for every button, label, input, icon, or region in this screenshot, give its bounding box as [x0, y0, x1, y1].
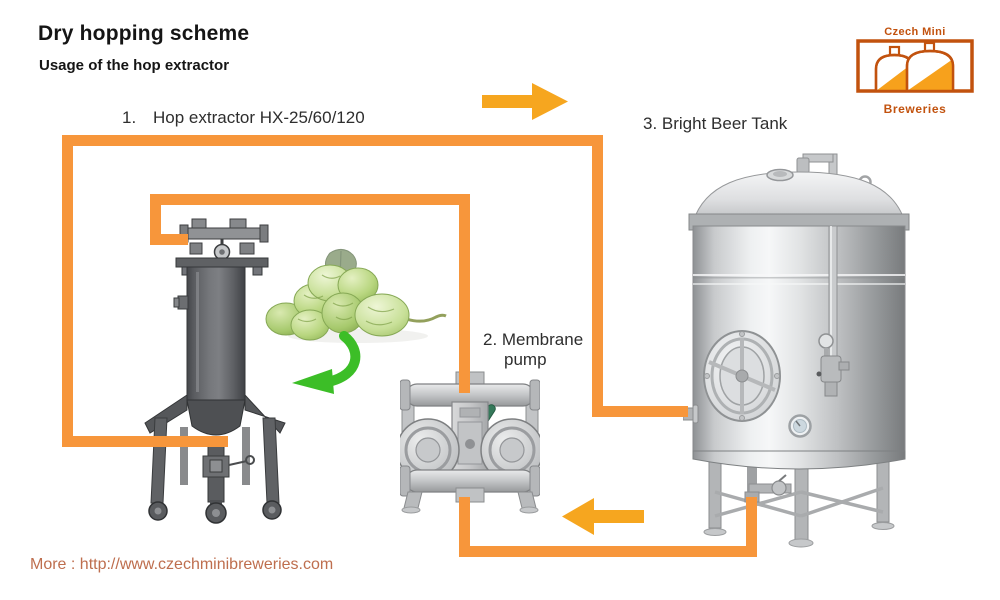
step2-label-line2: pump: [504, 350, 547, 369]
pipe-to-tank-inlet: [592, 406, 688, 417]
hops-illustration: [265, 249, 447, 343]
page-subtitle: Usage of the hop extractor: [39, 57, 230, 74]
pipe-pump-outlet-vertical: [459, 497, 470, 557]
pipe-to-pump-inlet: [459, 194, 470, 393]
brand-logo-text-bottom: Breweries: [883, 102, 947, 116]
brand-logo: Czech Mini Breweries: [851, 26, 979, 116]
pipe-outer-top-horizontal: [62, 135, 603, 146]
flow-arrow-right-icon: [482, 83, 568, 120]
bright-beer-tank-illustration: [683, 153, 910, 548]
step2-label: 2. Membrane pump: [483, 330, 583, 370]
step2-label-line1: 2. Membrane: [483, 330, 584, 349]
brand-kettles-icon: [856, 39, 974, 93]
step1-number: 1.: [122, 108, 137, 127]
pipe-extractor-top-elbow: [150, 234, 188, 245]
pipe-outer-left-vertical: [62, 135, 73, 447]
membrane-pump-illustration: [400, 371, 540, 514]
recirculation-arrow-icon: [292, 331, 361, 394]
pipe-extractor-bottom: [62, 436, 228, 447]
pipe-to-tank-drain: [746, 497, 757, 557]
pipe-inner-horizontal: [150, 194, 470, 205]
hop-extractor-illustration: [144, 218, 286, 524]
pipe-outer-right-vertical: [592, 135, 603, 417]
page-title: Dry hopping scheme: [38, 22, 250, 45]
step1-label: Hop extractor HX-25/60/120: [153, 108, 365, 127]
flow-arrow-left-icon: [562, 498, 644, 535]
footer-link-text: More : http://www.czechminibreweries.com: [30, 556, 334, 573]
step3-label: 3. Bright Beer Tank: [643, 114, 788, 133]
pipe-extractor-top-vertical: [150, 194, 161, 245]
brand-logo-text-top: Czech Mini: [884, 26, 946, 38]
pipe-bottom-horizontal: [459, 546, 757, 557]
